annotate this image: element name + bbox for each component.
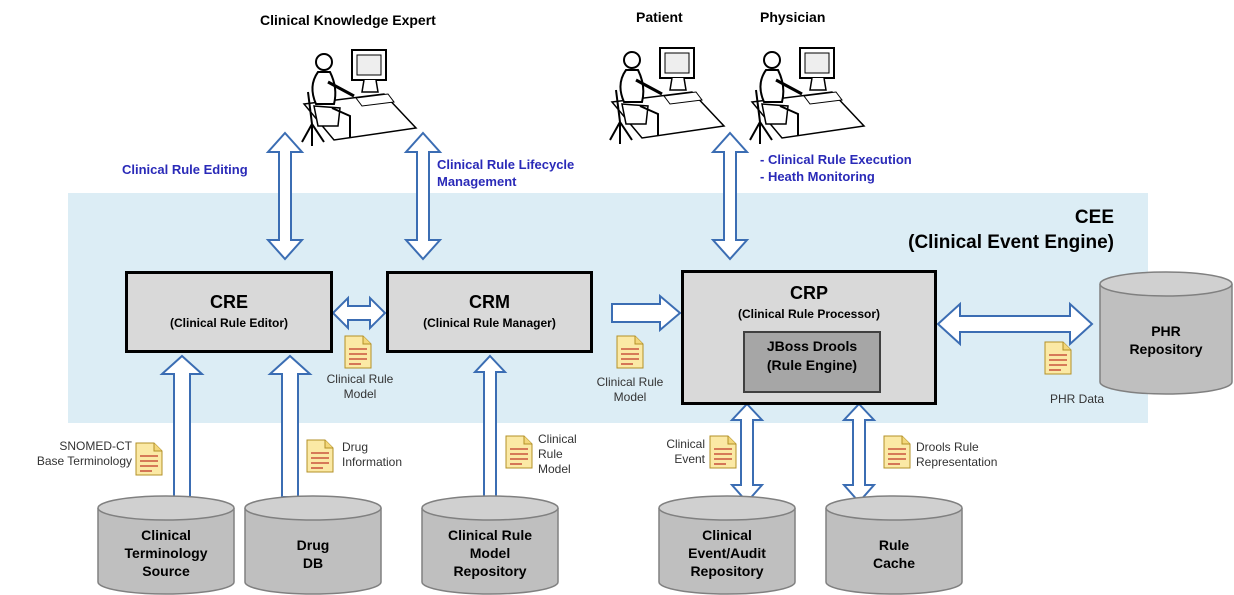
snomed-doc-icon bbox=[135, 442, 163, 476]
execution-arrow bbox=[710, 131, 750, 261]
terminology-cre-arrow bbox=[159, 354, 205, 498]
cre-subtitle: (Clinical Rule Editor) bbox=[169, 316, 288, 330]
crm-subtitle: (Clinical Rule Manager) bbox=[423, 316, 556, 330]
execution-label-line2: - Heath Monitoring bbox=[760, 169, 875, 184]
rule-model-repo-label: Clinical Rule Model Repository bbox=[422, 526, 558, 580]
terminology-repo-label-line3: Source bbox=[142, 563, 190, 579]
phr-data-doc-icon bbox=[1044, 341, 1072, 375]
crm-box: CRM (Clinical Rule Manager) bbox=[386, 271, 593, 353]
rule-model-note-3-line1: Clinical bbox=[538, 432, 577, 446]
drools-box: JBoss Drools (Rule Engine) bbox=[743, 331, 881, 393]
rule-model-repo-label-line1: Clinical Rule bbox=[447, 527, 533, 543]
event-audit-repo-label-line1: Clinical bbox=[702, 527, 752, 543]
crp-phr-arrow bbox=[936, 301, 1094, 347]
lifecycle-arrow bbox=[403, 131, 443, 261]
drug-info-note-line2: Information bbox=[342, 455, 403, 469]
terminology-cylinder bbox=[97, 495, 235, 595]
terminology-repo-label-line1: Clinical bbox=[141, 527, 191, 543]
snomed-note-line2: Base Terminology bbox=[36, 454, 132, 468]
rule-model-doc-icon-2 bbox=[616, 335, 644, 369]
drug-db-label: Drug DB bbox=[245, 536, 381, 572]
clinical-event-note-line2: Event bbox=[674, 452, 705, 466]
event-audit-repo-label-line3: Repository bbox=[690, 563, 764, 579]
lifecycle-label-line1: Clinical Rule Lifecycle bbox=[437, 157, 575, 172]
cre-crm-arrow bbox=[331, 295, 387, 331]
cre-title: CRE bbox=[209, 292, 248, 312]
rule-cache-cylinder bbox=[825, 495, 963, 595]
actor-patient-label: Patient bbox=[636, 9, 683, 25]
execution-label: - Clinical Rule Execution - Heath Monito… bbox=[760, 151, 912, 185]
phr-repo-label-line2: Repository bbox=[1129, 341, 1203, 357]
phr-data-note: PHR Data bbox=[1050, 392, 1105, 406]
drug-db-cylinder bbox=[244, 495, 382, 595]
rule-model-doc-icon-1 bbox=[344, 335, 372, 369]
phr-cylinder bbox=[1099, 271, 1233, 395]
drug-info-note: Drug Information bbox=[342, 440, 402, 470]
drools-rep-note-line1: Drools Rule bbox=[916, 440, 979, 454]
cre-box: CRE (Clinical Rule Editor) bbox=[125, 271, 333, 353]
phr-repo-label-line1: PHR bbox=[1151, 323, 1181, 339]
rule-model-note-2-line1: Clinical Rule bbox=[596, 375, 664, 389]
drools-subtitle: (Rule Engine) bbox=[766, 357, 858, 373]
phr-repo-label: PHR Repository bbox=[1100, 322, 1232, 358]
rule-model-note-2: Clinical Rule Model bbox=[590, 375, 670, 405]
crm-title: CRM bbox=[469, 292, 510, 312]
terminology-repo-label-line2: Terminology bbox=[124, 545, 208, 561]
rule-model-note-1-line2: Model bbox=[343, 387, 377, 401]
patient-icon bbox=[608, 46, 726, 146]
clinical-event-note-line1: Clinical bbox=[666, 437, 705, 451]
rule-model-repo-label-line2: Model bbox=[469, 545, 511, 561]
rule-model-note-2-line2: Model bbox=[613, 390, 647, 404]
drools-title: JBoss Drools bbox=[766, 338, 858, 354]
snomed-note-line1: SNOMED-CT bbox=[59, 439, 132, 453]
clinical-event-doc-icon bbox=[709, 435, 737, 469]
drools-rep-note-line2: Representation bbox=[916, 455, 998, 469]
rule-cache-label-line2: Cache bbox=[872, 555, 916, 571]
rule-model-note-3: Clinical Rule Model bbox=[538, 432, 577, 477]
event-audit-repo-label-line2: Event/Audit bbox=[688, 545, 766, 561]
rule-cache-label-line1: Rule bbox=[878, 537, 910, 553]
rule-editing-arrow bbox=[265, 131, 305, 261]
rule-model-note-3-line2: Rule bbox=[538, 447, 563, 461]
rule-model-repo-cylinder bbox=[421, 495, 559, 595]
crp-title: CRP bbox=[789, 283, 828, 303]
actor-physician-label: Physician bbox=[760, 9, 826, 25]
drug-cre-arrow bbox=[267, 354, 313, 498]
physician-icon bbox=[748, 46, 866, 146]
rule-model-repo-label-line3: Repository bbox=[453, 563, 527, 579]
event-audit-cylinder bbox=[658, 495, 796, 595]
clinical-event-note: Clinical Event bbox=[655, 437, 705, 467]
knowledge-expert-icon bbox=[300, 48, 418, 148]
rule-model-doc-icon-3 bbox=[505, 435, 533, 469]
drools-rep-note: Drools Rule Representation bbox=[916, 440, 997, 470]
drug-info-doc-icon bbox=[306, 439, 334, 473]
cee-title-long: (Clinical Event Engine) bbox=[908, 232, 1114, 253]
actor-knowledge-expert-label: Clinical Knowledge Expert bbox=[260, 12, 436, 28]
drug-db-label-line1: Drug bbox=[296, 537, 330, 553]
cee-title: CEE (Clinical Event Engine) bbox=[908, 205, 1114, 255]
terminology-repo-label: Clinical Terminology Source bbox=[98, 526, 234, 580]
rule-cache-label: Rule Cache bbox=[826, 536, 962, 572]
crp-cache-arrow bbox=[841, 402, 877, 504]
drug-info-note-line1: Drug bbox=[342, 440, 369, 454]
crp-subtitle: (Clinical Rule Processor) bbox=[737, 307, 881, 321]
drug-db-label-line2: DB bbox=[302, 555, 324, 571]
snomed-note: SNOMED-CT Base Terminology bbox=[8, 439, 132, 469]
lifecycle-label-line2: Management bbox=[437, 174, 517, 189]
cee-title-short: CEE bbox=[1074, 207, 1114, 228]
rule-model-note-1-line1: Clinical Rule bbox=[326, 372, 394, 386]
rule-editing-label: Clinical Rule Editing bbox=[122, 162, 248, 177]
crm-crp-arrow bbox=[611, 293, 682, 333]
rule-model-note-3-line3: Model bbox=[538, 462, 571, 476]
execution-label-line1: - Clinical Rule Execution bbox=[760, 152, 912, 167]
drools-rep-doc-icon bbox=[883, 435, 911, 469]
rule-model-note-1: Clinical Rule Model bbox=[320, 372, 400, 402]
event-audit-repo-label: Clinical Event/Audit Repository bbox=[659, 526, 795, 580]
lifecycle-label: Clinical Rule Lifecycle Management bbox=[437, 156, 574, 190]
